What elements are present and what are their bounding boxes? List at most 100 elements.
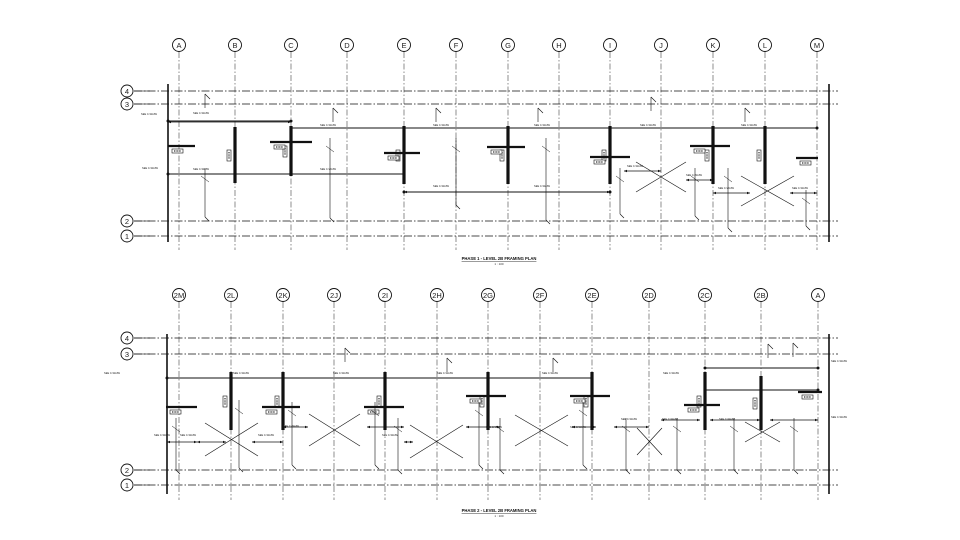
hanger-11-slash bbox=[789, 425, 799, 433]
grid-bubble-row-3-label: 3 bbox=[125, 350, 129, 359]
grid-bubble-2M-label: 2M bbox=[174, 291, 184, 300]
slope-marker-4-tick bbox=[650, 96, 657, 103]
grid-bubble-2E-label: 2E bbox=[587, 291, 596, 300]
grid-bubble-2D-circle bbox=[642, 288, 656, 302]
opening-x-1-b bbox=[308, 413, 361, 447]
hanger-7-slash bbox=[578, 409, 588, 417]
hanger-3-slash bbox=[541, 145, 551, 153]
opening-x-3-b bbox=[514, 414, 569, 447]
grid-bubble-row-1-label: 1 bbox=[125, 481, 129, 490]
grid-bubble-2B-label: 2B bbox=[756, 291, 765, 300]
hanger-1-slash bbox=[234, 407, 244, 415]
hanger-6-slash bbox=[723, 175, 733, 183]
span-arrow-0-arrow-left bbox=[167, 440, 170, 444]
span-arrow-11-arrow-right bbox=[815, 418, 818, 422]
phase-1-plan-scale: 1 : 100 bbox=[494, 262, 504, 266]
span-arrow-4-arrow-right bbox=[747, 191, 750, 195]
span-arrow-3-arrow-right bbox=[305, 425, 308, 429]
grid-bubble-2J-label: 2J bbox=[330, 291, 338, 300]
hanger-0-tick bbox=[175, 469, 181, 475]
grid-bubble-2L-circle bbox=[224, 288, 238, 302]
hanger-3-slash bbox=[370, 409, 380, 417]
span-arrow-3-arrow-left bbox=[283, 425, 286, 429]
grid-bubble-L-label: L bbox=[763, 41, 767, 50]
span-arrow-10-arrow-left bbox=[710, 418, 713, 422]
see-callout-4: SEE C-WAIW bbox=[320, 123, 336, 127]
phase-2-plan-title: PHASE 2 - LEVEL 2B FRAMING PLAN bbox=[462, 508, 537, 513]
grid-bubble-2C-circle bbox=[698, 288, 712, 302]
slope-marker-5-tick bbox=[744, 107, 751, 114]
see-callout-14: SEE C-WAIW bbox=[718, 186, 734, 190]
see-callout-12: SEE C-WAIW bbox=[741, 123, 757, 127]
hanger-2-slash bbox=[287, 409, 297, 417]
opening-x-5-b bbox=[744, 421, 781, 443]
grid-bubble-D-label: D bbox=[344, 41, 350, 50]
beam-2-start bbox=[166, 172, 170, 176]
grid-bubble-2G-circle bbox=[481, 288, 495, 302]
grid-bubble-G-label: G bbox=[505, 41, 511, 50]
grid-bubble-2E-circle bbox=[585, 288, 599, 302]
slope-marker-1-tick bbox=[332, 107, 339, 114]
opening-x-0-b bbox=[635, 161, 687, 193]
grid-bubble-H-circle bbox=[552, 38, 566, 52]
span-arrow-0-arrow-left bbox=[168, 120, 171, 124]
hanger-6-tick bbox=[499, 469, 505, 475]
slope-marker-3-tick bbox=[767, 343, 774, 350]
see-callout-8: SEE C-WAIW bbox=[534, 123, 550, 127]
hanger-0-slash bbox=[200, 175, 210, 183]
grid-bubble-row-1-circle bbox=[120, 478, 134, 492]
hanger-4-tick bbox=[619, 213, 625, 219]
grid-bubble-A-circle bbox=[172, 38, 186, 52]
opening-x-0-b bbox=[204, 422, 259, 457]
span-arrow-9-arrow-left bbox=[661, 418, 664, 422]
grid-bubble-row-4-circle bbox=[120, 84, 134, 98]
see-callout-10: SEE C-WAIW bbox=[283, 424, 299, 428]
hanger-2-tick bbox=[455, 204, 461, 210]
hanger-0-slash bbox=[171, 425, 181, 433]
grid-bubble-2K-circle bbox=[276, 288, 290, 302]
see-callout-0: SEE C-WAIW bbox=[104, 371, 120, 375]
grid-bubble-A-circle bbox=[811, 288, 825, 302]
span-arrow-2-arrow-left bbox=[252, 440, 255, 444]
slope-marker-1-tick bbox=[446, 357, 453, 364]
see-callout-13: SEE C-WAIW bbox=[686, 173, 702, 177]
slope-marker-2-tick bbox=[552, 357, 559, 364]
span-arrow-7-arrow-left bbox=[572, 425, 575, 429]
see-callout-6: SEE C-WAIW bbox=[433, 123, 449, 127]
span-arrow-8-arrow-left bbox=[614, 425, 617, 429]
see-callout-11: SEE C-WAIW bbox=[627, 164, 643, 168]
span-arrow-0-arrow-right bbox=[194, 440, 197, 444]
span-arrow-6-arrow-left bbox=[466, 425, 469, 429]
span-arrow-3-arrow-right bbox=[710, 178, 713, 182]
span-arrow-6-arrow-right bbox=[497, 425, 500, 429]
slope-marker-4-tick bbox=[792, 342, 799, 349]
grid-bubble-row-2-label: 2 bbox=[125, 217, 129, 226]
grid-bubble-F-circle bbox=[449, 38, 463, 52]
hanger-2-slash bbox=[451, 145, 461, 153]
see-callout-3: SEE C-WAIW bbox=[437, 371, 453, 375]
span-arrow-5-arrow-right bbox=[814, 191, 817, 195]
see-callout-1: SEE C-WAIW bbox=[233, 371, 249, 375]
grid-bubble-A-label: A bbox=[176, 41, 181, 50]
span-arrow-5-arrow-left bbox=[404, 440, 407, 444]
grid-bubble-2C-label: 2C bbox=[700, 291, 710, 300]
grid-bubble-row-3-circle bbox=[120, 347, 134, 361]
phase-1-plan-title: PHASE 1 - LEVEL 2B FRAMING PLAN bbox=[462, 256, 537, 261]
grid-bubble-2I-label: 2I bbox=[382, 291, 388, 300]
grid-bubble-E-label: E bbox=[401, 41, 406, 50]
beam-1-end bbox=[815, 126, 819, 130]
hanger-1-tick bbox=[238, 467, 244, 473]
span-arrow-1-arrow-right bbox=[607, 190, 610, 194]
opening-x-2-b bbox=[409, 424, 464, 459]
see-callout-13: SEE C-WAIW bbox=[570, 425, 586, 429]
see-callout-2: SEE C-WAIW bbox=[333, 371, 349, 375]
hanger-1-slash bbox=[325, 145, 335, 153]
grid-bubble-E-circle bbox=[397, 38, 411, 52]
grid-bubble-2H-circle bbox=[430, 288, 444, 302]
grid-bubble-H-label: H bbox=[556, 41, 561, 50]
grid-bubble-A-label: A bbox=[815, 291, 820, 300]
see-callout-4: SEE C-WAIW bbox=[542, 371, 558, 375]
span-arrow-8-arrow-right bbox=[646, 425, 649, 429]
